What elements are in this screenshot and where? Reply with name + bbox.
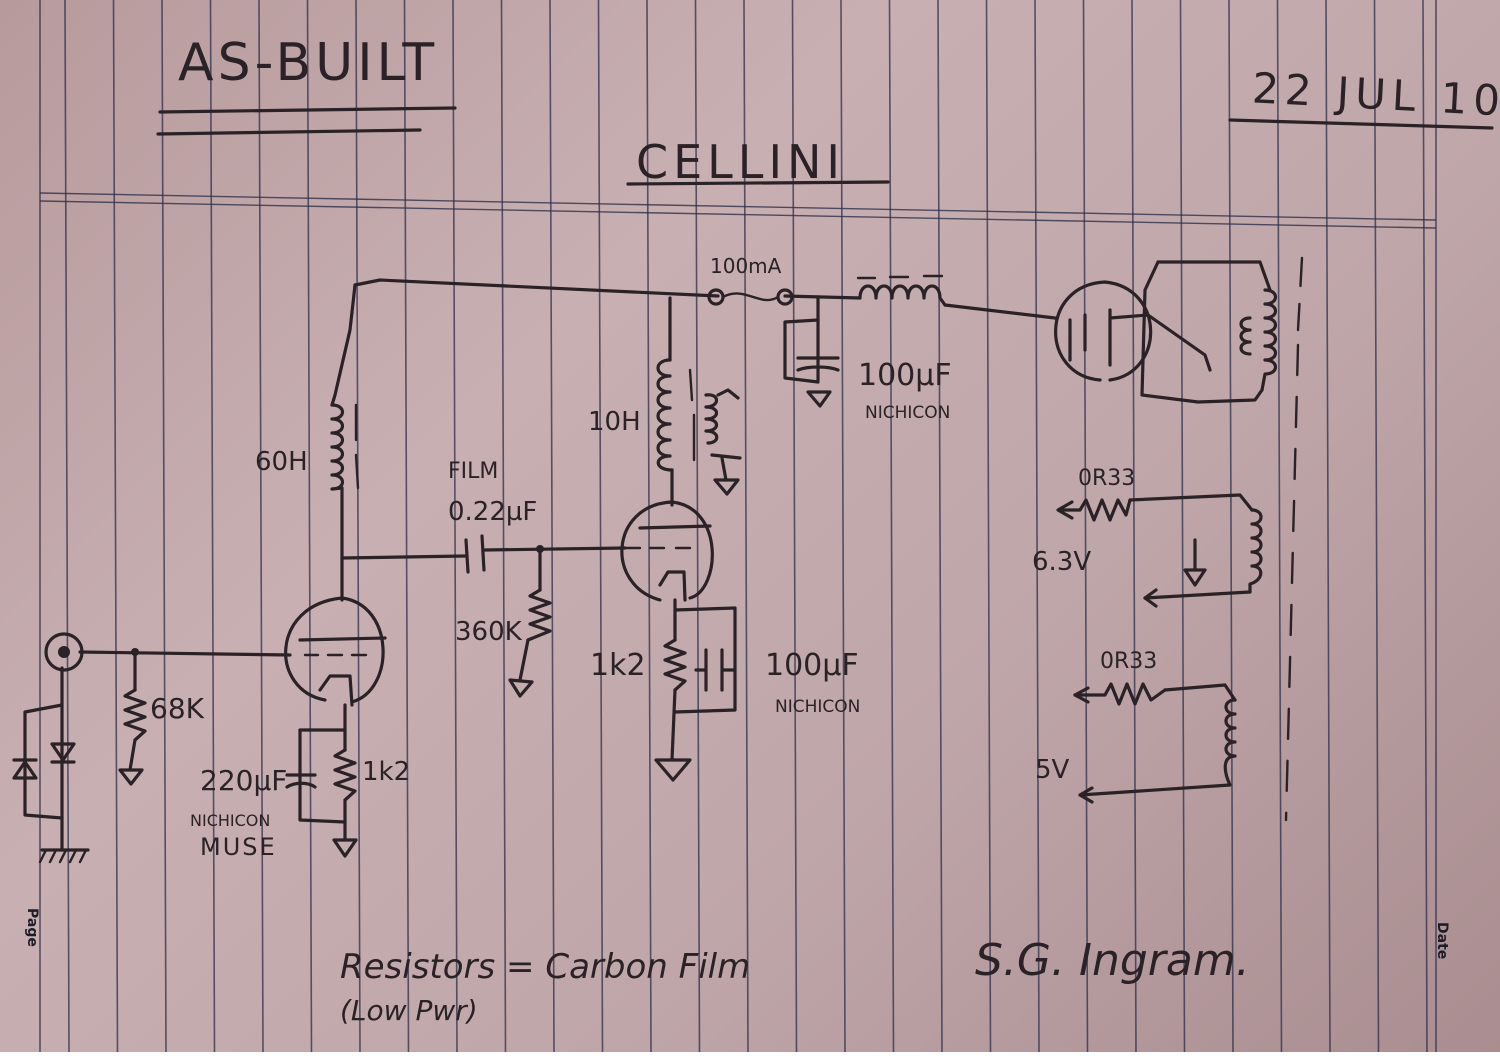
label-muse: MUSE <box>200 833 277 861</box>
choke-10h-secondary <box>704 388 742 482</box>
project-title: CELLINI <box>636 135 845 189</box>
label-1k2-stage2: 1k2 <box>590 648 646 683</box>
label-100uf-stage2: 100µF <box>765 648 859 683</box>
ground-arrow-68k <box>118 768 144 786</box>
label-100uf-supply: 100µF <box>858 358 952 393</box>
ruled-line <box>1228 0 1234 1053</box>
label-60h: 60H <box>255 447 308 477</box>
ruled-line <box>1325 0 1331 1053</box>
ruled-line <box>985 0 992 1053</box>
label-film: FILM <box>448 459 498 484</box>
ruled-line <box>888 0 895 1053</box>
choke-60h-core <box>354 403 360 490</box>
resistor-note: Resistors = Carbon Film <box>340 947 750 987</box>
label-nichicon-3: NICHICON <box>865 403 950 423</box>
transformer-winding-ht-inner <box>1239 316 1252 356</box>
heater-arrow-4 <box>1078 786 1094 804</box>
label-0r33-1: 0R33 <box>1078 466 1135 491</box>
label-022uf: 0.22µF <box>448 497 537 527</box>
ruled-line <box>646 0 652 1053</box>
transformer-winding-5v <box>1223 698 1237 787</box>
ruled-line <box>1373 0 1380 1053</box>
ruled-line <box>791 0 798 1053</box>
ruled-line <box>840 0 846 1053</box>
ruled-line <box>161 0 167 1053</box>
label-100ma: 100mA <box>710 254 782 278</box>
component-labels: 60H FILM 0.22µF 360K 68K 220µF NICHICON … <box>150 254 1157 861</box>
ruled-line <box>1422 0 1428 1053</box>
rectifier-valve <box>1054 280 1153 382</box>
resistor-note-power: (Low Pwr) <box>340 994 478 1027</box>
ruled-line <box>1034 0 1040 1053</box>
label-nichicon-1: NICHICON <box>190 811 270 830</box>
filter-choke <box>858 284 947 307</box>
resistor-0r33-2 <box>1073 682 1167 706</box>
ruled-line <box>549 0 555 1053</box>
resistor-0r33-1 <box>1058 498 1132 522</box>
valve-stage1 <box>284 596 387 707</box>
label-5v: 5V <box>1035 755 1070 785</box>
transformer-winding-ht <box>1260 288 1278 392</box>
ruled-line <box>64 0 70 1053</box>
input-jack <box>44 632 84 672</box>
ruled-line <box>1179 0 1186 1053</box>
label-63v: 6.3V <box>1032 547 1091 577</box>
ruled-line <box>1276 0 1283 1053</box>
label-10h: 10H <box>588 407 641 437</box>
ruled-line <box>306 0 313 1053</box>
heater-arrow-2 <box>1143 588 1158 608</box>
capacitor-220uf <box>285 773 317 789</box>
heater-ground-icon <box>1183 568 1207 587</box>
heater-arrow-3 <box>1073 686 1090 704</box>
ruled-line <box>209 0 216 1053</box>
signature: S.G. Ingram. <box>975 935 1250 986</box>
label-68k: 68K <box>150 692 205 725</box>
chassis-ground-icon <box>38 848 90 864</box>
resistor-360k <box>526 588 552 642</box>
ruled-line <box>403 0 410 1053</box>
ruled-line <box>112 0 119 1053</box>
ground-arrow-stage2 <box>654 758 692 782</box>
date-heading: 22 JUL 10 <box>1251 63 1500 125</box>
page-margin-label: Page <box>24 908 40 947</box>
ruled-line <box>743 0 749 1053</box>
resistor-1k2-stage2 <box>663 638 687 692</box>
label-220uf: 220µF <box>200 764 287 797</box>
label-nichicon-2: NICHICON <box>775 697 860 717</box>
resistor-68k <box>123 688 147 742</box>
ruled-line <box>355 0 361 1053</box>
label-1k2-stage1: 1k2 <box>362 757 410 787</box>
ruled-line <box>500 0 507 1053</box>
transformer-winding-63v <box>1248 508 1263 594</box>
ruled-line <box>937 0 943 1053</box>
label-0r33-2: 0R33 <box>1100 649 1157 674</box>
schematic-wiring <box>23 256 1304 852</box>
ground-arrow-supply <box>806 390 832 408</box>
ruled-line <box>258 0 264 1053</box>
ruled-line <box>597 0 604 1053</box>
heater-arrow-1 <box>1056 500 1074 520</box>
ruled-line <box>1082 0 1089 1053</box>
fuse-100ma <box>707 288 794 306</box>
capacitor-100uf-stage2 <box>694 648 737 692</box>
ruled-line <box>1131 0 1137 1053</box>
filter-choke-core <box>856 274 944 280</box>
as-built-title: AS-BUILT <box>178 33 438 93</box>
resistor-1k2-stage1 <box>333 748 357 802</box>
choke-10h <box>656 358 674 472</box>
ground-arrow-360k <box>508 678 534 698</box>
ruled-line <box>452 0 458 1053</box>
ground-arrow-stage1 <box>332 838 358 858</box>
choke-60h <box>330 403 345 491</box>
choke-10h-core <box>688 368 696 462</box>
capacitor-film-022uf <box>464 534 486 574</box>
date-margin-label: Date <box>1434 922 1450 959</box>
capacitor-100uf-supply <box>796 356 840 372</box>
label-360k: 360K <box>455 617 523 647</box>
valve-stage2 <box>620 500 714 602</box>
ground-arrow-choke10h <box>713 478 740 496</box>
input-diodes <box>12 742 76 780</box>
